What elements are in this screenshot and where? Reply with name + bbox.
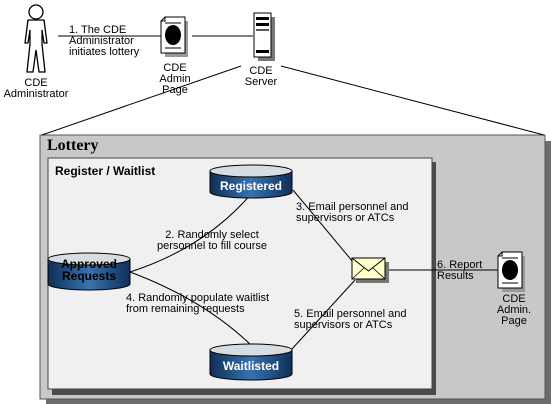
connectors xyxy=(58,35,502,350)
step-2-label: 2. Randomly select personnel to fill cou… xyxy=(156,229,268,252)
approved-requests-label: Approved Requests xyxy=(60,257,117,283)
registered-label: Registered xyxy=(219,179,283,193)
connector-approved-to-waitlisted xyxy=(129,271,254,348)
envelope-icon xyxy=(351,257,389,283)
waitlisted-label: Waitlisted xyxy=(222,359,280,373)
step-5-label: 5. Email personnel and supervisors or AT… xyxy=(294,308,407,331)
step-4-label: 4. Randomly populate waitlist from remai… xyxy=(126,292,270,315)
connector-waitlisted-to-email xyxy=(291,279,356,350)
connector-registered-to-email xyxy=(292,189,354,263)
step-1-label: 1. The CDE Administrator initiates lotte… xyxy=(69,24,140,58)
funnel-line-right xyxy=(280,65,545,136)
register-waitlist-title: Register / Waitlist xyxy=(55,164,156,178)
server-label: CDE Server xyxy=(244,65,278,88)
server-icon xyxy=(253,12,275,61)
administrator-label: CDE Administrator xyxy=(3,77,69,100)
person-icon xyxy=(24,4,48,73)
lottery-title: Lottery xyxy=(47,137,99,154)
funnel-line-left xyxy=(41,65,242,136)
document-icon xyxy=(160,16,188,57)
document-icon xyxy=(497,251,525,292)
right-admin-page-label: CDE Admin. Page xyxy=(496,293,532,327)
step-6-label: 6. Report Results xyxy=(437,259,483,282)
waitlisted-database xyxy=(209,343,293,381)
connector-approved-to-registered xyxy=(129,192,253,273)
registered-database xyxy=(209,164,293,199)
admin-page-label: CDE Admin Page xyxy=(159,62,191,96)
approved-requests-database xyxy=(47,252,131,291)
step-3-label: 3. Email personnel and supervisors or AT… xyxy=(296,201,409,224)
